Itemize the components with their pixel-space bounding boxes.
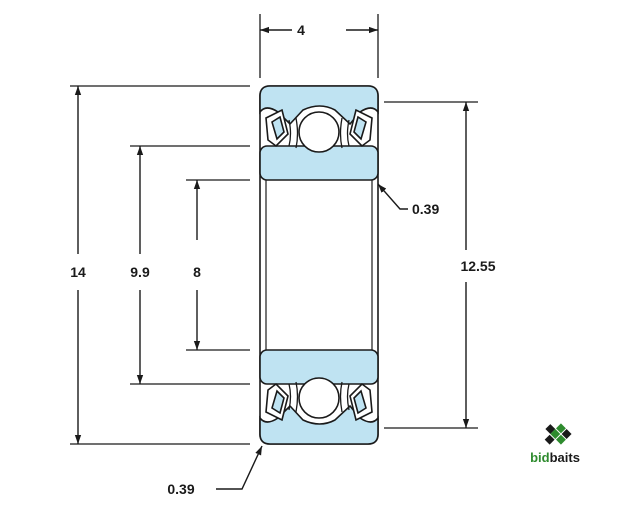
dim-outer-ring-inner: 12.55 xyxy=(460,258,495,274)
dimension-lines xyxy=(74,26,470,490)
chamfer-leader-bottom xyxy=(216,445,263,490)
dim-chamfer-outer: 0.39 xyxy=(412,201,439,217)
top-shields xyxy=(265,108,373,148)
bottom-cage xyxy=(288,381,350,413)
dimension-labels: 4 14 9.9 8 12.55 0.39 0.39 xyxy=(70,22,496,497)
dim-outer-diameter: 14 xyxy=(70,264,86,280)
chamfer-leader-right xyxy=(377,183,408,210)
bottom-outer-ring xyxy=(259,404,379,445)
dim-chamfer-bottom: 0.39 xyxy=(167,481,194,497)
bearing-cross-section xyxy=(259,85,379,445)
top-ball xyxy=(298,111,340,153)
dim-bore: 8 xyxy=(193,264,201,280)
logo-mark-icon xyxy=(544,423,572,445)
logo-text: bidbaits xyxy=(530,450,580,465)
bidbaits-logo: bidbaits xyxy=(530,423,580,465)
bottom-bearing-section xyxy=(259,349,379,445)
top-cage xyxy=(288,117,350,149)
dim-shield-diameter: 9.9 xyxy=(130,264,150,280)
logo-text-baits: baits xyxy=(550,450,580,465)
top-outer-ring xyxy=(259,85,379,126)
bottom-shields xyxy=(265,382,373,422)
top-bearing-section xyxy=(259,85,379,181)
bottom-ball xyxy=(298,377,340,419)
dim-width: 4 xyxy=(297,22,305,38)
logo-text-bid: bid xyxy=(530,450,550,465)
